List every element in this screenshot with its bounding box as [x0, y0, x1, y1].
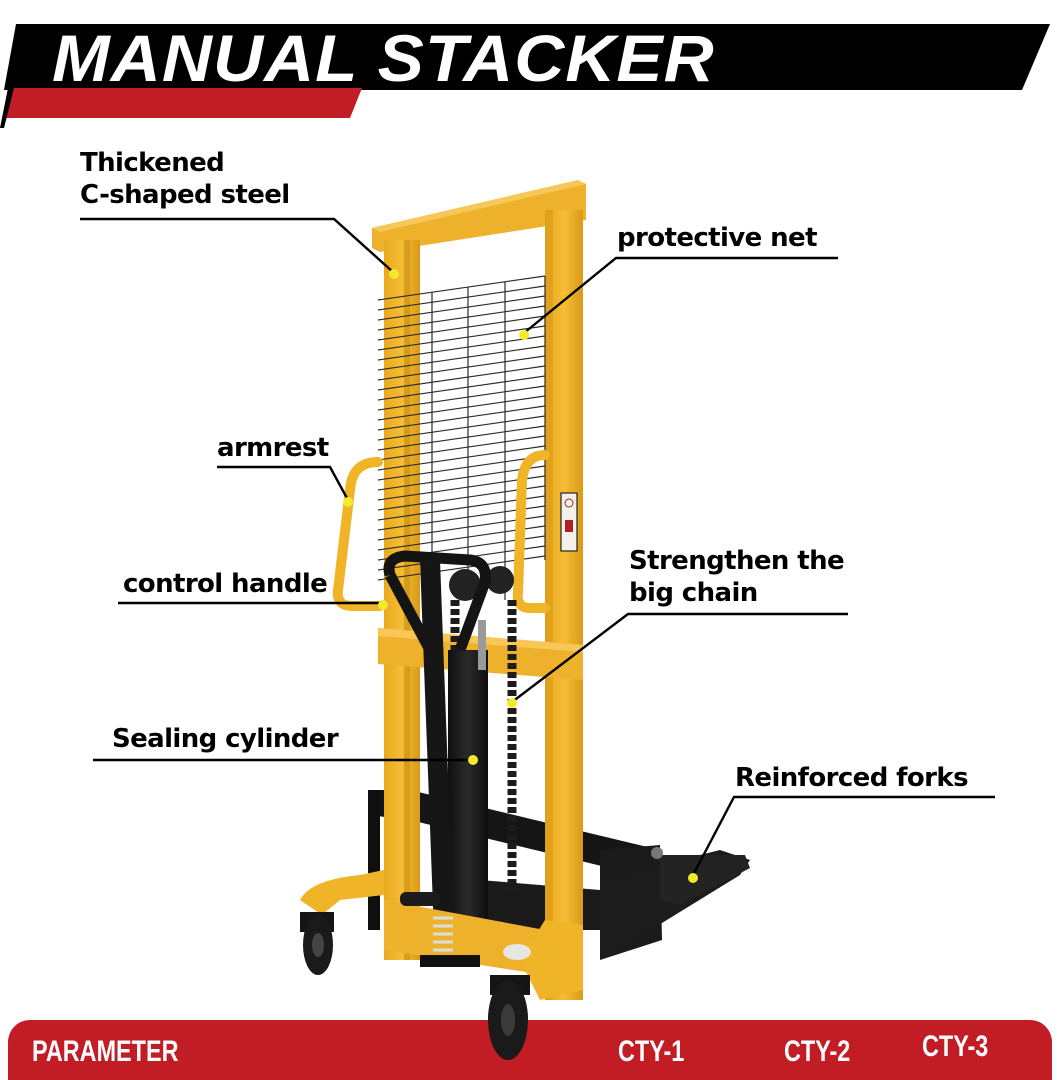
callout-sealing-cylinder: Sealing cylinder	[112, 723, 339, 755]
parameter-label: PARAMETER	[32, 1035, 179, 1068]
page-title: MANUAL STACKER	[52, 21, 715, 95]
callout-big-chain: Strengthen the big chain	[629, 545, 845, 609]
callout-reinforced-forks: Reinforced forks	[735, 762, 969, 794]
warning-label	[560, 492, 578, 552]
callout-sealing-cylinder-text: Sealing cylinder	[112, 724, 339, 754]
model-cty-3: CTY-3	[922, 1030, 989, 1063]
banner-shape	[0, 24, 1050, 128]
parameter-header-bar	[8, 1020, 1052, 1080]
protective-net-mesh	[377, 275, 546, 600]
callout-c-shaped-steel-line-1: Thickened	[80, 148, 225, 178]
callout-c-shaped-steel-line-2: C-shaped steel	[80, 180, 290, 210]
callout-protective-net: protective net	[617, 222, 818, 254]
callout-big-chain-line-2: big chain	[629, 578, 758, 608]
callout-c-shaped-steel: Thickened C-shaped steel	[80, 147, 290, 211]
header-banner: MANUAL STACKER	[0, 0, 1060, 130]
callout-big-chain-line-1: Strengthen the	[629, 546, 845, 576]
model-cty-2: CTY-2	[784, 1035, 851, 1068]
callout-reinforced-forks-text: Reinforced forks	[735, 763, 969, 793]
callout-armrest-text: armrest	[217, 433, 329, 463]
callout-control-handle: control handle	[123, 568, 328, 600]
model-cty-1: CTY-1	[618, 1035, 685, 1068]
callout-armrest: armrest	[217, 432, 329, 464]
callout-control-handle-text: control handle	[123, 569, 328, 599]
callout-protective-net-text: protective net	[617, 223, 818, 253]
fork-frame	[368, 790, 750, 960]
